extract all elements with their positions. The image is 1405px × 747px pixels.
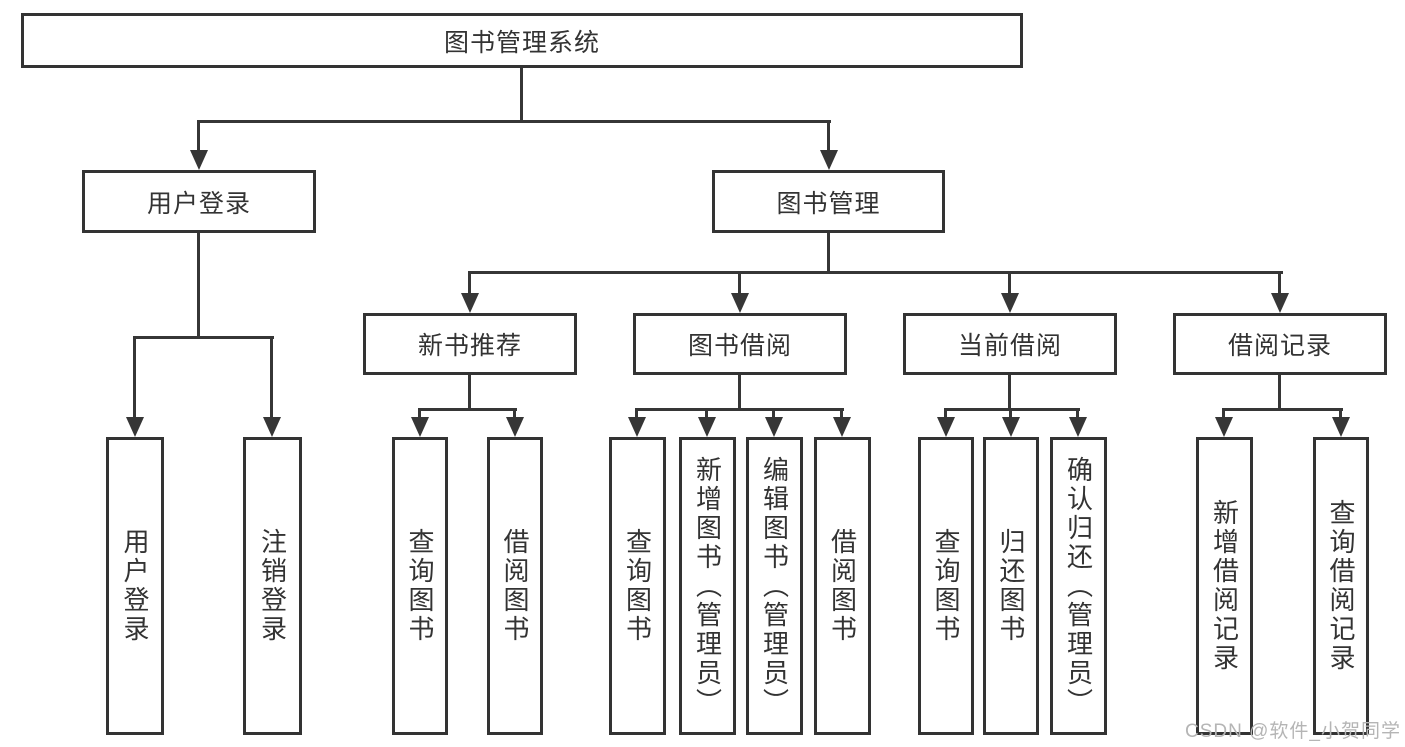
connector-line: [468, 271, 1283, 274]
connector-line: [738, 271, 741, 295]
connector-line: [197, 120, 200, 152]
connector-line: [635, 408, 638, 419]
leaf-current-query-books: 查询图书: [918, 437, 974, 735]
connector-line: [513, 408, 516, 419]
leaf-recommend-query-books: 查询图书: [392, 437, 448, 735]
connector-line: [1222, 408, 1343, 411]
arrow-down-icon: [1271, 293, 1289, 313]
connector-line: [1009, 408, 1012, 419]
node-user-login: 用户登录: [82, 170, 316, 233]
connector-line: [197, 233, 200, 339]
node-borrow-records: 借阅记录: [1173, 313, 1387, 375]
connector-line: [1222, 408, 1225, 419]
connector-line: [1008, 271, 1011, 295]
connector-line: [270, 336, 273, 419]
leaf-edit-book-admin: 编辑图书（管理员）: [746, 437, 803, 735]
arrow-down-icon: [820, 150, 838, 170]
connector-line: [1076, 408, 1079, 419]
arrow-down-icon: [765, 417, 783, 437]
arrow-down-icon: [1069, 417, 1087, 437]
connector-line: [944, 408, 1080, 411]
arrow-down-icon: [1001, 293, 1019, 313]
arrow-down-icon: [1002, 417, 1020, 437]
connector-line: [705, 408, 708, 419]
connector-line: [1339, 408, 1342, 419]
arrow-down-icon: [506, 417, 524, 437]
leaf-add-borrow-record: 新增借阅记录: [1196, 437, 1253, 735]
connector-line: [418, 408, 421, 419]
node-book-borrow: 图书借阅: [633, 313, 847, 375]
connector-line: [1008, 375, 1011, 411]
arrow-down-icon: [461, 293, 479, 313]
watermark: CSDN @软件_小贺同学: [1185, 721, 1401, 742]
arrow-down-icon: [698, 417, 716, 437]
leaf-confirm-return-admin: 确认归还（管理员）: [1050, 437, 1107, 735]
arrow-down-icon: [126, 417, 144, 437]
connector-line: [418, 408, 517, 411]
connector-line: [520, 68, 523, 123]
arrow-down-icon: [1332, 417, 1350, 437]
connector-line: [1278, 271, 1281, 295]
node-library-system: 图书管理系统: [21, 13, 1023, 68]
arrow-down-icon: [263, 417, 281, 437]
leaf-logout: 注销登录: [243, 437, 302, 735]
leaf-recommend-borrow-books: 借阅图书: [487, 437, 543, 735]
connector-line: [827, 120, 830, 152]
connector-line: [840, 408, 843, 419]
connector-line: [1278, 375, 1281, 411]
connector-line: [827, 233, 830, 274]
leaf-query-borrow-record: 查询借阅记录: [1313, 437, 1369, 735]
leaf-add-book-admin: 新增图书（管理员）: [679, 437, 736, 735]
connector-line: [468, 271, 471, 295]
connector-line: [772, 408, 775, 419]
connector-line: [468, 375, 471, 411]
connector-line: [635, 408, 844, 411]
node-current-borrow: 当前借阅: [903, 313, 1117, 375]
connector-line: [133, 336, 274, 339]
arrow-down-icon: [731, 293, 749, 313]
leaf-return-book: 归还图书: [983, 437, 1039, 735]
node-book-management: 图书管理: [712, 170, 945, 233]
arrow-down-icon: [1215, 417, 1233, 437]
arrow-down-icon: [833, 417, 851, 437]
leaf-user-login: 用户登录: [106, 437, 164, 735]
arrow-down-icon: [937, 417, 955, 437]
leaf-borrow-query-books: 查询图书: [609, 437, 666, 735]
arrow-down-icon: [628, 417, 646, 437]
leaf-borrow-book: 借阅图书: [814, 437, 871, 735]
connector-line: [738, 375, 741, 411]
connector-line: [133, 336, 136, 419]
connector-line: [197, 120, 831, 123]
connector-line: [944, 408, 947, 419]
arrow-down-icon: [411, 417, 429, 437]
node-new-book-recommend: 新书推荐: [363, 313, 577, 375]
arrow-down-icon: [190, 150, 208, 170]
